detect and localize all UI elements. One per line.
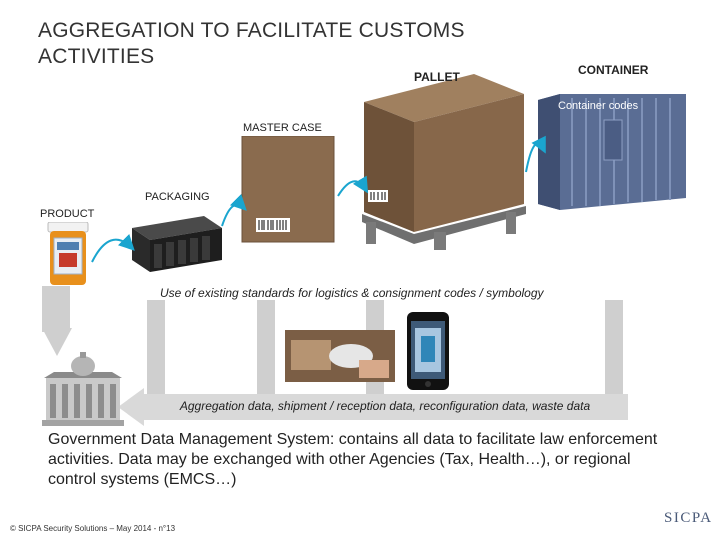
government-building-icon xyxy=(42,352,124,426)
flow-bar-mastercase xyxy=(257,300,275,396)
label-container: CONTAINER xyxy=(578,63,649,77)
label-pallet: PALLET xyxy=(414,70,460,84)
down-arrow-icon xyxy=(42,328,72,356)
banner-arrow-icon xyxy=(118,388,144,426)
label-master-case: MASTER CASE xyxy=(243,122,322,134)
smartphone-icon xyxy=(407,312,449,390)
master-case-box-icon xyxy=(241,136,335,243)
label-container-codes: Container codes xyxy=(558,100,639,112)
shipping-container-icon xyxy=(538,94,686,210)
aggregation-arrows xyxy=(91,135,546,263)
pallet-box-icon xyxy=(362,74,526,250)
footer-copyright: © SICPA Security Solutions – May 2014 - … xyxy=(10,524,176,533)
arrow-mastercase-to-pallet xyxy=(337,175,369,197)
database-description: Government Data Management System: conta… xyxy=(48,431,658,488)
aggregation-banner xyxy=(140,394,628,420)
label-product: PRODUCT xyxy=(40,208,95,220)
arrow-packaging-to-mastercase xyxy=(221,193,247,227)
arrow-product-to-packaging xyxy=(91,233,135,263)
label-packaging: PACKAGING xyxy=(145,191,210,203)
aggregation-banner-text: Aggregation data, shipment / reception d… xyxy=(179,399,591,413)
barcode-scanner-photo xyxy=(285,330,395,382)
packaging-cartons-icon xyxy=(132,216,222,272)
arrow-pallet-to-container xyxy=(525,135,546,173)
sicpa-logo: SICPA xyxy=(664,510,713,526)
page-title: AGGREGATION TO FACILITATE CUSTOMS ACTIVI… xyxy=(38,19,465,68)
flow-bar-product xyxy=(42,286,70,332)
standards-text: Use of existing standards for logistics … xyxy=(160,286,544,300)
flow-bar-container xyxy=(605,300,623,396)
flow-bar-packaging xyxy=(147,300,165,396)
pill-bottle-icon xyxy=(47,222,89,285)
